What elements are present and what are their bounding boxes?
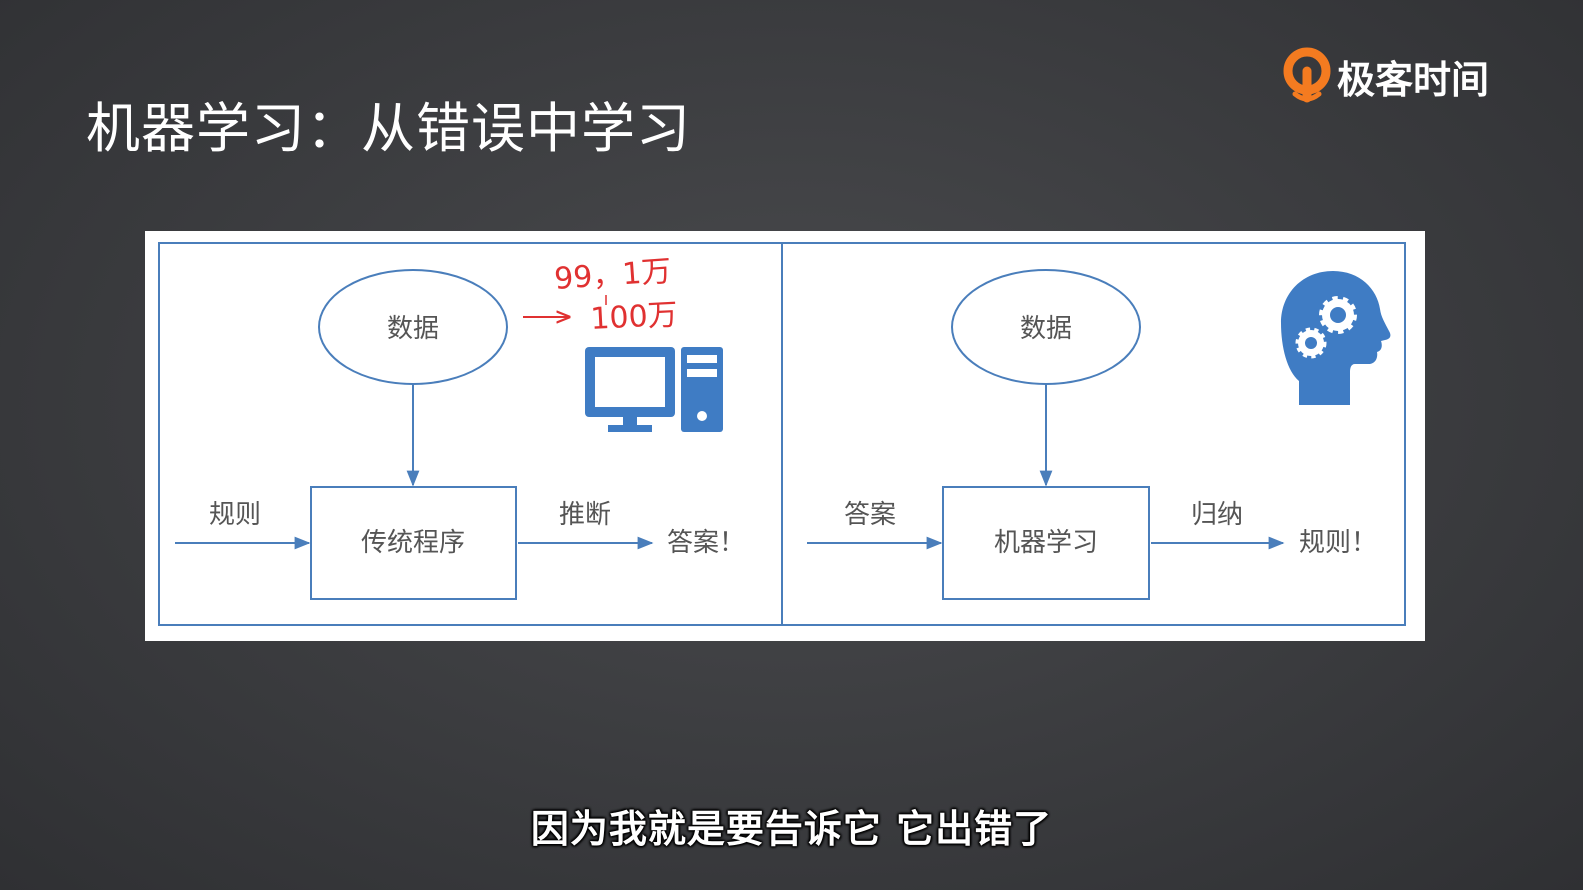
- right-output-action-label: 归纳: [1191, 500, 1243, 530]
- right-input-label: 答案: [844, 500, 896, 530]
- left-output-action-label: 推断: [559, 500, 611, 530]
- left-process-node-label: 传统程序: [361, 528, 465, 558]
- annotation-line1: 99，1万: [553, 254, 672, 297]
- video-subtitle: 因为我就是要告诉它 它出错了: [530, 807, 1053, 851]
- left-data-node-label: 数据: [387, 314, 439, 344]
- left-input-label: 规则: [209, 500, 261, 530]
- handwritten-annotation: 99，1万 100万: [523, 254, 679, 337]
- right-panel: 数据 机器学习 答案 归纳 规则！: [807, 269, 1391, 600]
- right-process-node: [942, 486, 1150, 600]
- diagram-canvas: 数据 传统程序 规则 推断 答案！: [158, 242, 1406, 626]
- right-data-node-label: 数据: [1020, 314, 1072, 344]
- right-process-node-label: 机器学习: [994, 528, 1098, 558]
- desktop-computer-icon: [585, 347, 723, 432]
- head-gears-icon: [1281, 271, 1391, 405]
- annotation-line2: 100万: [590, 297, 679, 337]
- diagram-card: 数据 传统程序 规则 推断 答案！: [145, 231, 1425, 641]
- slide-title: 机器学习：从错误中学习: [86, 97, 691, 160]
- left-output-label: 答案！: [667, 528, 745, 558]
- right-output-label: 规则！: [1299, 528, 1377, 558]
- brand-name: 极客时间: [1337, 57, 1490, 102]
- left-panel: 数据 传统程序 规则 推断 答案！: [175, 254, 745, 600]
- brand-logo: 极客时间: [1281, 46, 1489, 106]
- left-process-node: [310, 486, 517, 600]
- geektime-logo-icon: [1283, 47, 1331, 103]
